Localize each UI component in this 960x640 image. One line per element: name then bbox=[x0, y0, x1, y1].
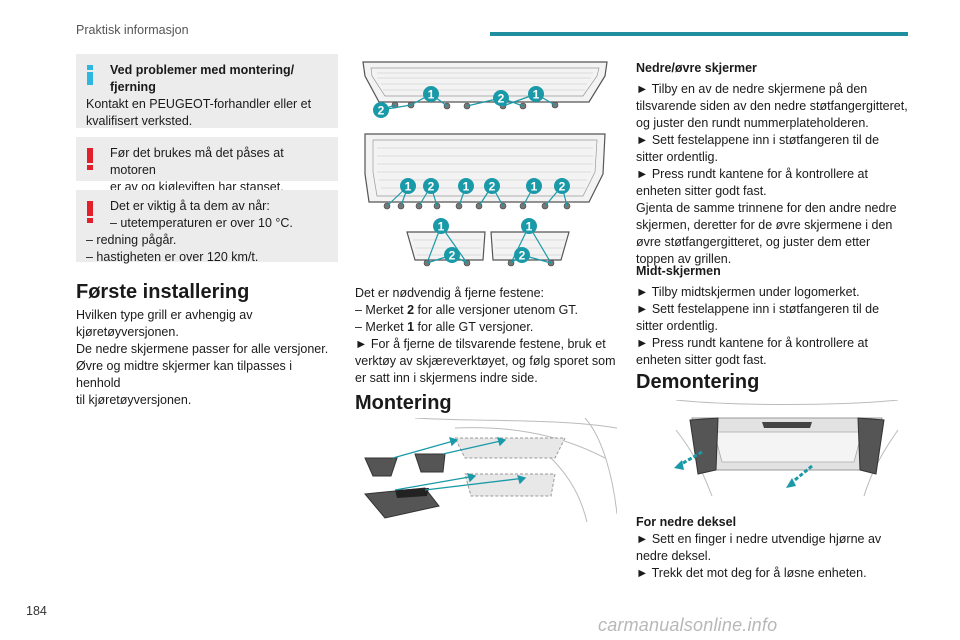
svg-text:2: 2 bbox=[498, 92, 505, 106]
watermark: carmanualsonline.info bbox=[598, 615, 778, 635]
svg-text:1: 1 bbox=[526, 220, 533, 234]
callout-1: 1 bbox=[400, 178, 416, 194]
callout-2: 2 bbox=[373, 102, 389, 118]
subheading-middle-screen: Midt-skjermen bbox=[636, 264, 721, 278]
middle-screen-text: ► Tilby midtskjermen under logomerket. ►… bbox=[636, 285, 880, 367]
callout-2: 2 bbox=[514, 247, 530, 263]
warning-box-remove: Det er viktig å ta dem av når: – utetemp… bbox=[76, 190, 338, 264]
info-text-2: kvalifisert verksted. bbox=[86, 114, 193, 128]
subheading-lower-upper-screens: Nedre/øvre skjermer bbox=[636, 61, 757, 75]
lower-upper-screens-text: ► Tilby en av de nedre skjermene på den … bbox=[636, 82, 908, 266]
callout-1: 1 bbox=[423, 86, 439, 102]
lower-cover-text: ► Sett en finger i nedre utvendige hjørn… bbox=[636, 532, 882, 580]
lower-grille-panels bbox=[406, 231, 570, 261]
svg-text:1: 1 bbox=[533, 88, 540, 102]
svg-text:2: 2 bbox=[559, 180, 566, 194]
heading-fitting: Montering bbox=[355, 392, 452, 414]
warning-icon bbox=[86, 201, 94, 223]
warning-remove-line-1: Det er viktig å ta dem av når: bbox=[110, 199, 270, 213]
info-box: Ved problemer med montering/ fjerning Ko… bbox=[76, 54, 338, 128]
fitting-arrows bbox=[392, 437, 527, 491]
callout-1: 1 bbox=[528, 86, 544, 102]
warning-box-engine: Før det brukes må det påses at motoren e… bbox=[76, 137, 338, 194]
warning-remove-line-2: – utetemperaturen er over 10 °C. bbox=[110, 216, 293, 230]
subheading-lower-cover: For nedre deksel bbox=[636, 515, 737, 529]
warning-engine-line-1: Før det brukes må det påses at motoren bbox=[110, 146, 284, 177]
svg-text:2: 2 bbox=[378, 104, 385, 118]
callout-2: 2 bbox=[493, 90, 509, 106]
callout-1: 1 bbox=[433, 218, 449, 234]
first-installation-body: Hvilken type grill er avhengig av kjøret… bbox=[76, 308, 329, 407]
removal-arrows bbox=[674, 450, 813, 488]
callout-1: 1 bbox=[458, 178, 474, 194]
callout-1: 1 bbox=[526, 178, 542, 194]
warning-icon bbox=[86, 148, 94, 170]
page-number: 184 bbox=[26, 604, 47, 618]
svg-text:1: 1 bbox=[531, 180, 538, 194]
heading-removal: Demontering bbox=[636, 371, 760, 393]
svg-text:1: 1 bbox=[428, 88, 435, 102]
fitting-illustration bbox=[364, 418, 617, 523]
warning-remove-line-3: – redning pågår. bbox=[86, 233, 177, 247]
callout-1: 1 bbox=[521, 218, 537, 234]
fastener-removal-text: Det er nødvendig å fjerne festene: – Mer… bbox=[355, 286, 616, 385]
info-title-1: Ved problemer med montering/ bbox=[110, 63, 295, 77]
middle-grille-panel bbox=[364, 133, 606, 203]
callout-2: 2 bbox=[484, 178, 500, 194]
svg-text:2: 2 bbox=[489, 180, 496, 194]
callout-2: 2 bbox=[423, 178, 439, 194]
svg-text:1: 1 bbox=[438, 220, 445, 234]
svg-text:1: 1 bbox=[405, 180, 412, 194]
header-accent-rule bbox=[490, 32, 908, 36]
callout-2: 2 bbox=[444, 247, 460, 263]
warning-remove-line-4: – hastigheten er over 120 km/t. bbox=[86, 250, 259, 264]
heading-first-installation: Første installering bbox=[76, 281, 250, 303]
info-icon bbox=[86, 65, 94, 85]
info-text-1: Kontakt en PEUGEOT-forhandler eller et bbox=[86, 97, 312, 111]
grille-fasteners-figure: 2 1 2 1 1 2 1 2 1 2 1 1 2 2 bbox=[362, 61, 608, 267]
svg-text:1: 1 bbox=[463, 180, 470, 194]
info-title-2: fjerning bbox=[110, 80, 156, 94]
upper-grille-panel bbox=[362, 61, 608, 103]
removal-illustration bbox=[674, 400, 899, 497]
svg-text:2: 2 bbox=[449, 249, 456, 263]
running-header: Praktisk informasjon bbox=[76, 23, 189, 37]
svg-text:2: 2 bbox=[519, 249, 526, 263]
callout-2: 2 bbox=[554, 178, 570, 194]
svg-text:2: 2 bbox=[428, 180, 435, 194]
callout-markers: 2 1 2 1 1 2 1 2 1 2 1 1 2 2 bbox=[373, 86, 570, 263]
